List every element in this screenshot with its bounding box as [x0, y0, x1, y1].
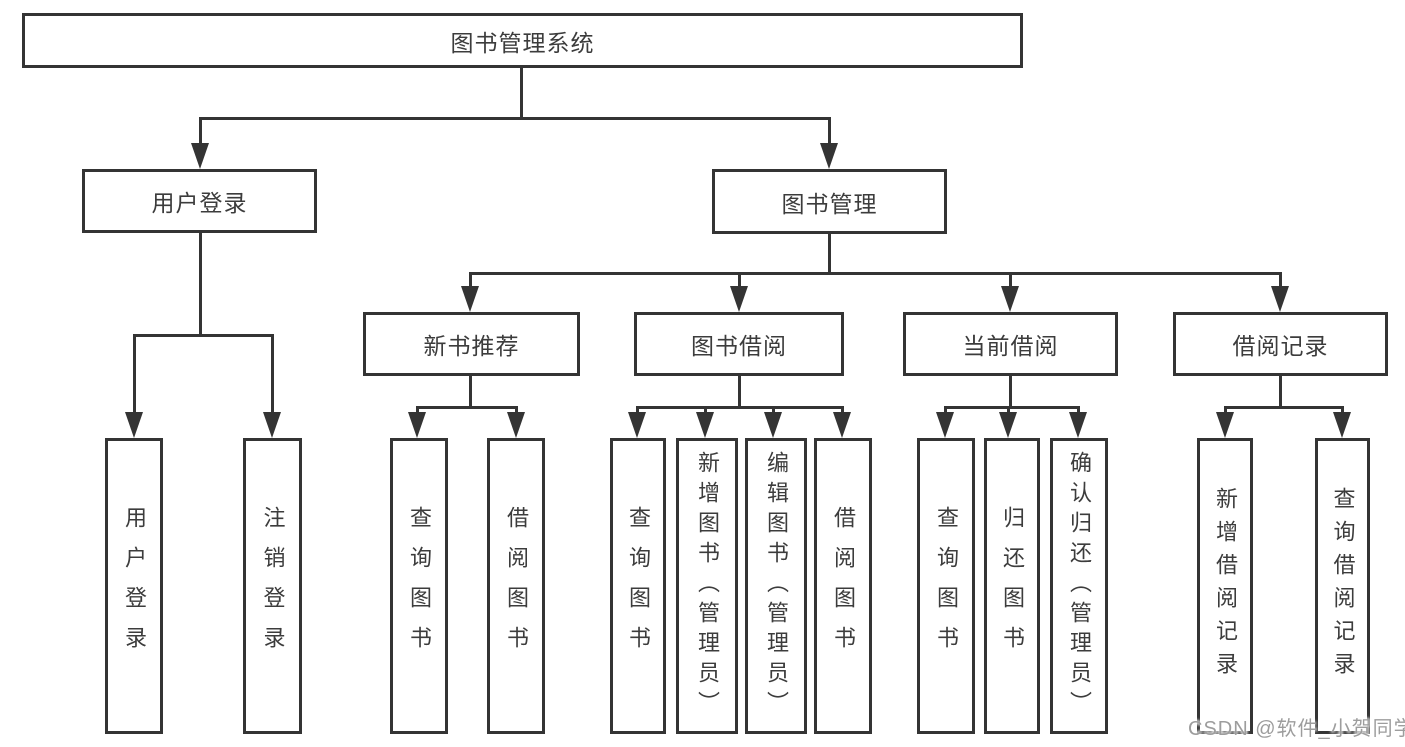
node-system-label: 图书管理系统: [450, 29, 595, 56]
leaf-logout: 注销登录: [243, 438, 302, 734]
arrow-down-icon: [628, 412, 646, 438]
leaf-br-query: 查询借阅记录: [1315, 438, 1370, 734]
node-new-books-label: 新书推荐: [423, 333, 520, 359]
connector-line: [738, 376, 741, 408]
arrow-down-icon: [999, 412, 1017, 438]
connector-line: [199, 117, 831, 120]
leaf-cb-query: 查询图书: [917, 438, 975, 734]
connector-line: [1007, 406, 1010, 417]
arrow-down-icon: [696, 412, 714, 438]
leaf-cb-return-label: 归还图书: [1000, 506, 1025, 666]
connector-line: [199, 233, 202, 335]
arrow-down-icon: [764, 412, 782, 438]
connector-line: [828, 234, 831, 273]
node-new-books: 新书推荐: [363, 312, 580, 376]
connector-line: [636, 406, 639, 417]
connector-line: [469, 376, 472, 408]
node-book-borrow: 图书借阅: [634, 312, 844, 376]
arrow-down-icon: [820, 143, 838, 169]
leaf-cb-return: 归还图书: [984, 438, 1040, 734]
leaf-bb-query: 查询图书: [610, 438, 666, 734]
leaf-bb-add: 新增图书（管理员）: [676, 438, 738, 734]
connector-line: [1009, 376, 1012, 408]
arrow-down-icon: [125, 412, 143, 438]
node-current-borrow-label: 当前借阅: [962, 333, 1059, 359]
connector-line: [1009, 272, 1012, 288]
connector-line: [772, 406, 775, 417]
connector-line: [1224, 406, 1344, 409]
connector-line: [469, 272, 1282, 275]
leaf-nb-query-label: 查询图书: [407, 506, 432, 666]
leaf-bb-edit-label: 编辑图书（管理员）: [764, 451, 789, 721]
leaf-nb-borrow-label: 借阅图书: [504, 506, 529, 666]
leaf-user-login: 用户登录: [105, 438, 163, 734]
leaf-bb-borrow-label: 借阅图书: [831, 506, 856, 666]
connector-line: [133, 335, 136, 417]
arrow-down-icon: [461, 286, 479, 312]
leaf-br-add-label: 新增借阅记录: [1213, 487, 1238, 685]
node-book-mgmt: 图书管理: [712, 169, 947, 234]
arrow-down-icon: [1001, 286, 1019, 312]
leaf-cb-confirm-label: 确认归还（管理员）: [1067, 451, 1092, 721]
arrow-down-icon: [1216, 412, 1234, 438]
connector-line: [738, 272, 741, 288]
connector-line: [1279, 272, 1282, 288]
connector-line: [704, 406, 707, 417]
arrow-down-icon: [936, 412, 954, 438]
arrow-down-icon: [191, 143, 209, 169]
arrow-down-icon: [1271, 286, 1289, 312]
node-borrow-records-label: 借阅记录: [1232, 333, 1329, 359]
arrow-down-icon: [507, 412, 525, 438]
arrow-down-icon: [263, 412, 281, 438]
leaf-user-login-label: 用户登录: [122, 506, 147, 666]
connector-line: [515, 406, 518, 417]
leaf-nb-query: 查询图书: [390, 438, 448, 734]
csdn-watermark: CSDN @软件_小贺同学: [1188, 718, 1405, 740]
leaf-cb-confirm: 确认归还（管理员）: [1050, 438, 1108, 734]
arrow-down-icon: [408, 412, 426, 438]
connector-line: [520, 68, 523, 118]
connector-line: [416, 406, 518, 409]
connector-line: [828, 118, 831, 148]
connector-line: [636, 406, 844, 409]
connector-line: [469, 272, 472, 288]
leaf-bb-add-label: 新增图书（管理员）: [695, 451, 720, 721]
connector-line: [1341, 406, 1344, 417]
leaf-bb-borrow: 借阅图书: [814, 438, 872, 734]
node-user-login-label: 用户登录: [151, 190, 248, 216]
connector-line: [416, 406, 419, 417]
arrow-down-icon: [730, 286, 748, 312]
leaf-cb-query-label: 查询图书: [934, 506, 959, 666]
node-book-borrow-label: 图书借阅: [691, 333, 787, 359]
arrow-down-icon: [1333, 412, 1351, 438]
leaf-nb-borrow: 借阅图书: [487, 438, 545, 734]
node-book-mgmt-label: 图书管理: [781, 190, 878, 217]
connector-line: [1224, 406, 1227, 417]
node-system: 图书管理系统: [22, 13, 1023, 68]
connector-line: [133, 334, 274, 337]
leaf-bb-edit: 编辑图书（管理员）: [745, 438, 807, 734]
leaf-bb-query-label: 查询图书: [626, 506, 651, 666]
leaf-logout-label: 注销登录: [260, 506, 286, 666]
connector-line: [841, 406, 844, 417]
leaf-br-add: 新增借阅记录: [1197, 438, 1253, 734]
connector-line: [944, 406, 947, 417]
node-user-login: 用户登录: [82, 169, 317, 233]
connector-line: [271, 335, 274, 417]
node-current-borrow: 当前借阅: [903, 312, 1118, 376]
connector-line: [944, 406, 1080, 409]
node-borrow-records: 借阅记录: [1173, 312, 1388, 376]
arrow-down-icon: [833, 412, 851, 438]
leaf-br-query-label: 查询借阅记录: [1330, 487, 1356, 685]
connector-line: [1077, 406, 1080, 417]
connector-line: [1279, 376, 1282, 408]
connector-line: [199, 118, 202, 148]
arrow-down-icon: [1069, 412, 1087, 438]
